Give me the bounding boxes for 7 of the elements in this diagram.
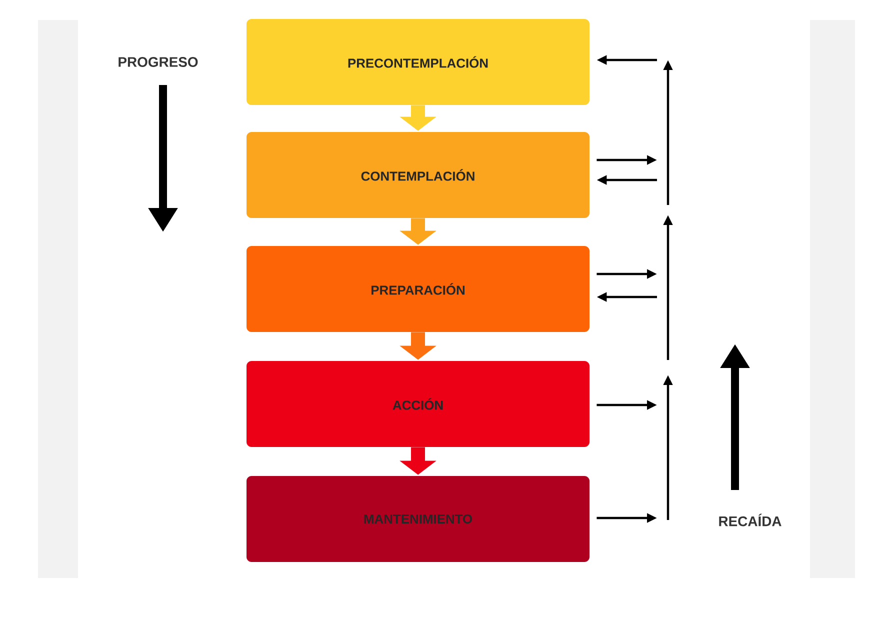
stage-box: PRECONTEMPLACIÓN xyxy=(246,19,590,105)
stage-box: ACCIÓN xyxy=(246,361,590,447)
stage-box: PREPARACIÓN xyxy=(246,246,590,332)
direction-label: PROGRESO xyxy=(118,57,198,67)
stage-box: MANTENIMIENTO xyxy=(246,476,590,562)
stage-box: CONTEMPLACIÓN xyxy=(246,132,590,218)
direction-label: RECAÍDA xyxy=(719,514,782,526)
